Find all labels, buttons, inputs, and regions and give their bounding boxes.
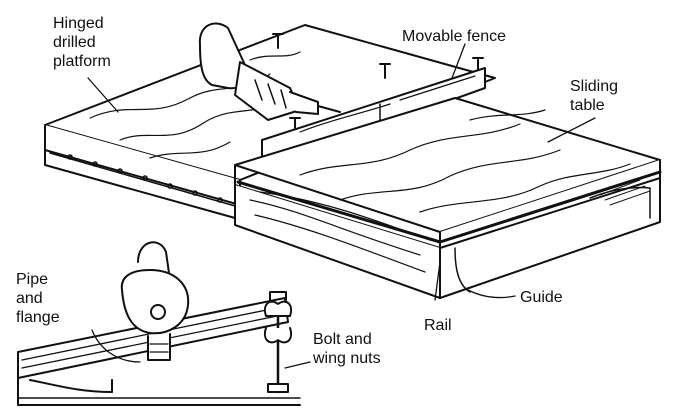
leader-pipe	[91, 329, 141, 363]
rail	[236, 170, 662, 244]
label-hinged-drilled-platform: Hinged drilled platform	[53, 15, 111, 70]
leader-bolt	[284, 361, 311, 369]
thumb-screw	[379, 63, 391, 79]
hinge-edge	[49, 152, 236, 207]
wing-nut-icon	[264, 291, 292, 394]
thumb-screw	[272, 33, 284, 49]
label-sliding-table: Sliding table	[570, 78, 619, 114]
inset-side-view	[17, 241, 311, 406]
label-movable-fence: Movable fence	[402, 28, 507, 45]
leader-sliding	[547, 117, 596, 143]
label-guide: Guide	[520, 289, 563, 306]
drill-icon	[198, 22, 341, 121]
drill-icon	[120, 241, 190, 361]
leader-fence	[451, 43, 466, 79]
base-box	[234, 177, 661, 299]
label-bolt-and-wing-nuts: Bolt and wing nuts	[313, 331, 381, 367]
leader-rail	[434, 261, 441, 301]
leader-platform	[87, 77, 119, 113]
label-rail: Rail	[424, 317, 452, 334]
leader-guide	[467, 289, 516, 299]
label-pipe-and-flange: Pipe and flange	[16, 271, 60, 326]
